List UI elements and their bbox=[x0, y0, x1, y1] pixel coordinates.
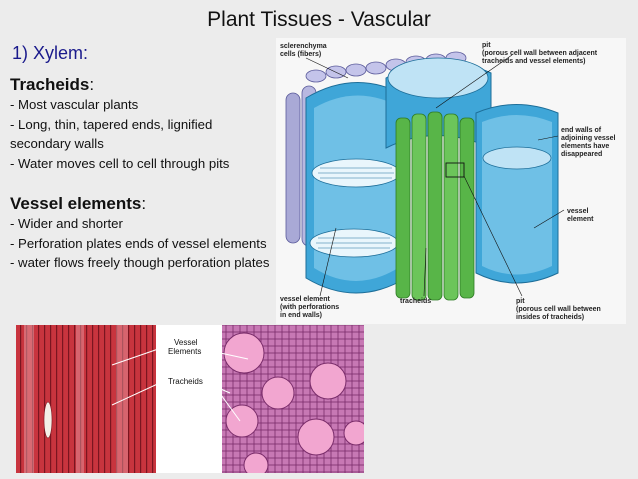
cross-section bbox=[222, 325, 369, 478]
vessel-elements-title: Vessel elements: bbox=[10, 194, 147, 213]
xylem-diagram: sclerenchyma cells (fibers) pit (porous … bbox=[276, 38, 626, 324]
callout-labels: sclerenchyma cells (fibers) pit (porous … bbox=[280, 42, 617, 321]
vessel-elements-bullet: - Wider and shorter bbox=[10, 216, 123, 231]
longitudinal-section bbox=[16, 325, 156, 473]
tracheids-group bbox=[395, 111, 475, 301]
section-heading-xylem: 1) Xylem: bbox=[12, 43, 89, 63]
tracheids-bullet: - Most vascular plants bbox=[10, 97, 139, 112]
xylem-diagram-illustration: sclerenchyma cells (fibers) pit (porous … bbox=[280, 42, 617, 321]
tracheids-bullet: - Long, thin, tapered ends, lignified se… bbox=[10, 116, 213, 152]
label-pit-bottom: pit (porous cell wall between insides of… bbox=[516, 298, 603, 321]
micrograph-lines bbox=[111, 346, 249, 422]
vessel-element-left bbox=[305, 82, 407, 294]
vessel-elements-block: Vessel elements: - Wider and shorter - P… bbox=[10, 194, 272, 273]
label-tracheids: tracheids bbox=[400, 298, 431, 305]
vessel-element-right bbox=[475, 104, 559, 284]
micro-label-tracheids: Tracheids bbox=[168, 377, 203, 386]
vessel-elements-bullet: - Perforation plates ends of vessel elem… bbox=[10, 235, 267, 251]
micrograph-panel: Vessel Elements Tracheids bbox=[16, 325, 369, 478]
label-pit-top: pit (porous cell wall between adjacent t… bbox=[482, 42, 599, 65]
slide-title: Plant Tissues - Vascular bbox=[207, 8, 431, 31]
tracheids-bullet: - Water moves cell to cell through pits bbox=[10, 155, 230, 171]
micrograph-image: Vessel Elements Tracheids bbox=[16, 325, 369, 478]
label-vessel-element-bottom: vessel element (with perforations in end… bbox=[280, 296, 341, 319]
label-sclerenchyma: sclerenchyma cells (fibers) bbox=[280, 43, 329, 58]
micrograph-gap bbox=[156, 325, 222, 473]
micro-label-elements: Elements bbox=[168, 347, 201, 356]
vessel-elements-bullet: - water flows freely though perforation … bbox=[10, 255, 270, 270]
callout-lines bbox=[305, 54, 565, 297]
micro-label-vessel: Vessel bbox=[174, 338, 198, 347]
tracheids-title: Tracheids: bbox=[10, 75, 95, 94]
tracheids-block: Tracheids: - Most vascular plants - Long… bbox=[10, 75, 272, 173]
label-vessel-element-right: vessel element bbox=[567, 208, 594, 223]
label-end-walls: end walls of adjoining vessel elements h… bbox=[561, 127, 617, 158]
